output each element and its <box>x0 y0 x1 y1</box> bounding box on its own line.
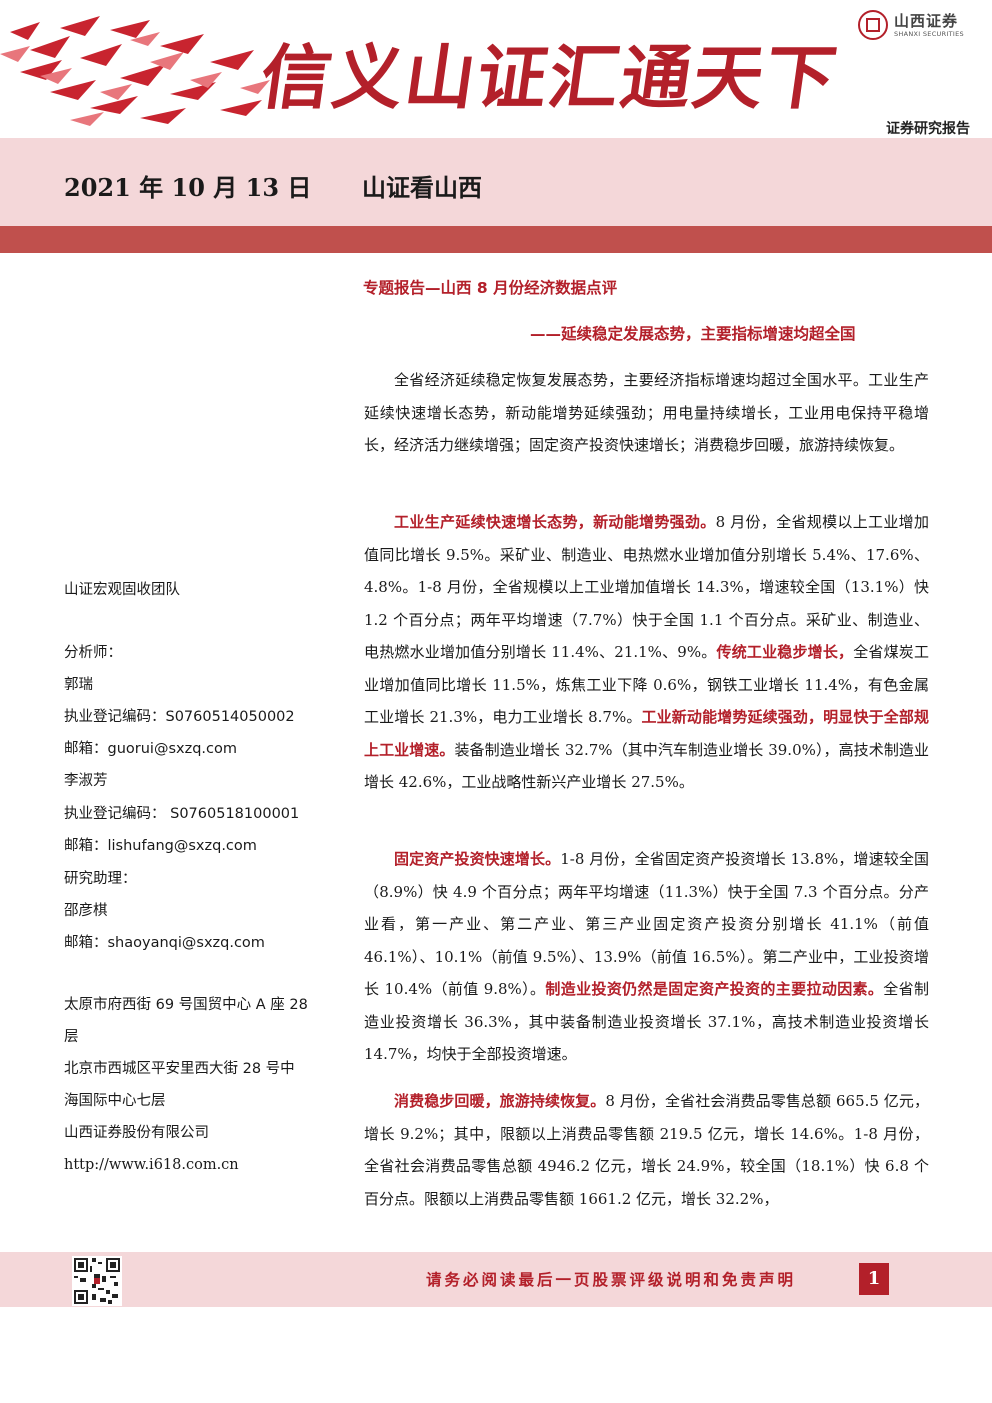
report-subtitle: ——延续稳定发展态势，主要指标增速均超全国 <box>530 325 856 343</box>
address-taiyuan-cont: 层 <box>64 1029 79 1045</box>
investment-paragraph: 固定资产投资快速增长。1-8 月份，全省固定资产投资增长 13.8%，增速较全国… <box>364 843 929 1071</box>
footer-band <box>0 1252 992 1307</box>
paragraph-highlight: 制造业投资仍然是固定资产投资的主要拉动因素。 <box>545 980 884 998</box>
summary-paragraph: 全省经济延续稳定恢复发展态势，主要经济指标增速均超过全国水平。工业生产延续快速增… <box>364 371 929 454</box>
analyst-registration: 执业登记编码：S0760514050002 <box>64 709 295 725</box>
paragraph-highlight: 工业新动能增势延续强劲，明显快于全部规上工业增速。 <box>364 708 929 759</box>
analyst-name: 李淑芳 <box>64 773 108 789</box>
paragraph-heading: 消费稳步回暖，旅游持续恢复。 <box>394 1092 606 1110</box>
paragraph-text: 全省制造业投资增长 36.3%，其中装备制造业投资增长 37.1%，高技术制造业… <box>364 980 929 1063</box>
analyst-label: 分析师： <box>64 645 122 661</box>
header-banner: 信义山证汇通天下 山西证券 SHANXI SECURITIES 证券研究报告 <box>0 0 992 138</box>
report-title: 专题报告—山西 8 月份经济数据点评 <box>363 279 618 297</box>
red-arrows-graphic <box>0 16 270 126</box>
logo-english-name: SHANXI SECURITIES <box>894 30 964 38</box>
paragraph-highlight: 传统工业稳步增长， <box>716 643 854 661</box>
report-date: 2021 年 10 月 13 日 <box>64 173 312 202</box>
logo-mark-icon <box>858 10 888 40</box>
paragraph-text: 8 月份，全省社会消费品零售总额 665.5 亿元，增长 9.2%；其中，限额以… <box>364 1092 929 1208</box>
banner-slogan: 信义山证汇通天下 <box>255 36 844 119</box>
analyst-name: 郭瑞 <box>64 677 93 693</box>
team-name: 山证宏观固收团队 <box>64 582 180 598</box>
industry-paragraph: 工业生产延续快速增长态势，新动能增势强劲。8 月份，全省规模以上工业增加值同比增… <box>364 506 929 799</box>
disclaimer-note: 请务必阅读最后一页股票评级说明和免责声明 <box>426 1271 797 1289</box>
assistant-email[interactable]: 邮箱：shaoyanqi@sxzq.com <box>64 935 265 951</box>
paragraph-text: 装备制造业增长 32.7%（其中汽车制造业增长 39.0%），高技术制造业增长 … <box>364 740 929 792</box>
consumption-paragraph: 消费稳步回暖，旅游持续恢复。8 月份，全省社会消费品零售总额 665.5 亿元，… <box>364 1085 929 1215</box>
header-band-stripe <box>0 226 992 253</box>
company-name: 山西证券股份有限公司 <box>64 1125 209 1141</box>
assistant-name: 邵彦棋 <box>64 903 108 919</box>
page-number: 1 <box>859 1263 889 1295</box>
address-beijing: 北京市西城区平安里西大街 28 号中 <box>64 1061 295 1077</box>
paragraph-text: 8 月份，全省规模以上工业增加值同比增长 9.5%。采矿业、制造业、电热燃水业增… <box>364 513 929 661</box>
paragraph-heading: 工业生产延续快速增长态势，新动能增势强劲。 <box>394 513 716 531</box>
company-website-link[interactable]: http://www.i618.com.cn <box>64 1157 239 1173</box>
analyst-email[interactable]: 邮箱：guorui@sxzq.com <box>64 741 237 757</box>
analyst-registration: 执业登记编码： S0760518100001 <box>64 806 300 822</box>
header-band <box>0 138 992 226</box>
logo-chinese-name: 山西证券 <box>894 12 959 30</box>
address-taiyuan: 太原市府西街 69 号国贸中心 A 座 28 <box>64 997 308 1013</box>
paragraph-text: 全省煤炭工业增加值同比增长 11.5%，炼焦工业下降 0.6%，钢铁工业增长 1… <box>364 643 929 726</box>
paragraph-text: 1-8 月份，全省固定资产投资增长 13.8%，增速较全国（8.9%）快 4.9… <box>364 850 929 998</box>
qr-code-icon <box>72 1256 122 1306</box>
report-column: 山证看山西 <box>362 173 482 202</box>
address-beijing-cont: 海国际中心七层 <box>64 1093 166 1109</box>
company-logo: 山西证券 SHANXI SECURITIES <box>858 10 974 42</box>
analyst-email[interactable]: 邮箱：lishufang@sxzq.com <box>64 838 257 854</box>
report-type-label: 证券研究报告 <box>886 121 970 137</box>
assistant-label: 研究助理： <box>64 871 137 887</box>
paragraph-heading: 固定资产投资快速增长。 <box>394 850 561 868</box>
